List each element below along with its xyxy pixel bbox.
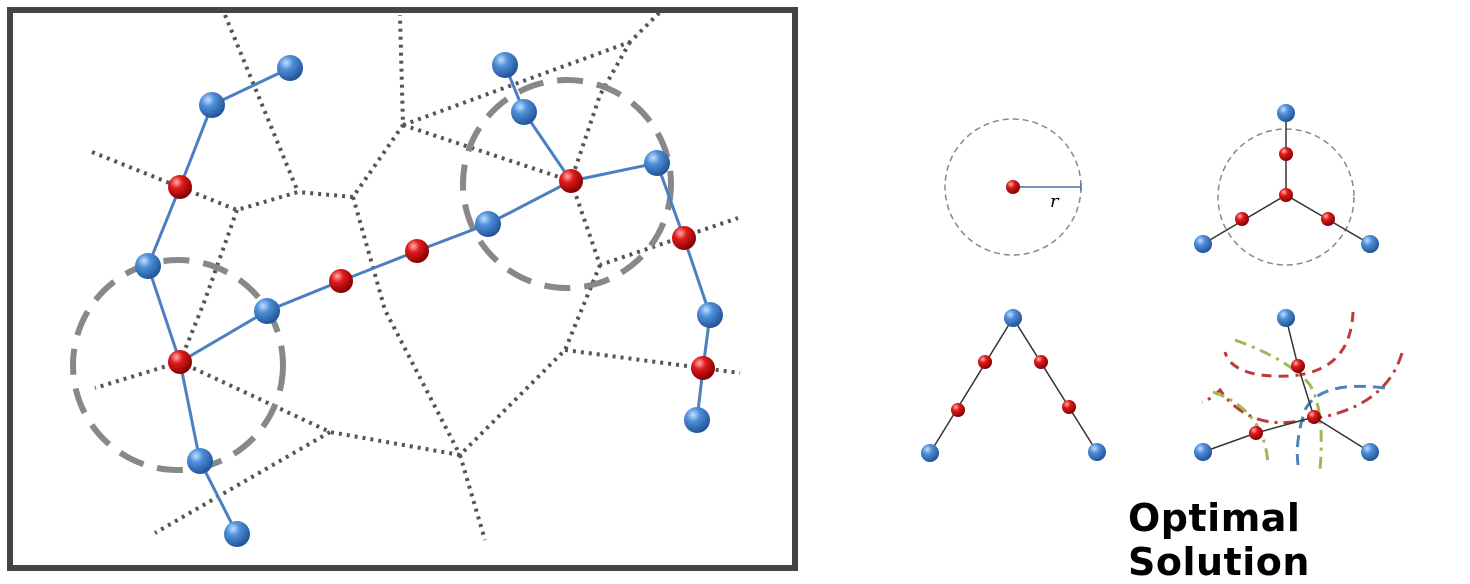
sensor-node bbox=[1194, 235, 1212, 253]
sensor-node bbox=[475, 211, 501, 237]
sensor-node bbox=[1194, 443, 1212, 461]
optimal-solution-caption: Optimal Solution bbox=[1128, 496, 1310, 584]
sensor-node bbox=[277, 55, 303, 81]
relay-node bbox=[951, 403, 965, 417]
sensor-node bbox=[1361, 443, 1379, 461]
relay-node bbox=[168, 350, 192, 374]
chain-diagram bbox=[929, 316, 1098, 454]
sensor-node bbox=[1004, 309, 1022, 327]
sensor-node bbox=[224, 521, 250, 547]
relay-node bbox=[978, 355, 992, 369]
sensor-node bbox=[492, 52, 518, 78]
relay-node bbox=[559, 169, 583, 193]
sensor-node bbox=[511, 99, 537, 125]
sensor-node bbox=[921, 444, 939, 462]
relay-node bbox=[1279, 147, 1293, 161]
relay-node bbox=[1291, 359, 1305, 373]
relay-node bbox=[1235, 212, 1249, 226]
sensor-node bbox=[199, 92, 225, 118]
sensor-node bbox=[1361, 235, 1379, 253]
sensor-node bbox=[135, 253, 161, 279]
relay-node bbox=[329, 269, 353, 293]
right-nodes bbox=[921, 104, 1379, 462]
sensor-node bbox=[684, 407, 710, 433]
sensor-node bbox=[1277, 104, 1295, 122]
relay-node bbox=[672, 226, 696, 250]
left-nodes bbox=[135, 52, 723, 547]
coverage-circle-right bbox=[460, 77, 674, 291]
relay-node bbox=[1249, 426, 1263, 440]
relay-node bbox=[1321, 212, 1335, 226]
relay-node bbox=[168, 175, 192, 199]
voronoi-edges bbox=[91, 10, 741, 541]
relay-node bbox=[1062, 400, 1076, 414]
relay-node bbox=[1034, 355, 1048, 369]
sensor-node bbox=[1277, 309, 1295, 327]
relay-node bbox=[1307, 410, 1321, 424]
relay-node bbox=[405, 239, 429, 263]
coverage-circles bbox=[70, 77, 674, 473]
relay-node bbox=[1006, 180, 1020, 194]
relay-node bbox=[1279, 188, 1293, 202]
single-relay-diagram: r bbox=[944, 118, 1082, 256]
sensor-node bbox=[697, 302, 723, 328]
sensor-node bbox=[187, 448, 213, 474]
sensor-node bbox=[254, 298, 280, 324]
coverage-circle-left bbox=[70, 257, 286, 473]
relay-node bbox=[691, 356, 715, 380]
radius-label: r bbox=[1050, 191, 1060, 212]
sensor-node bbox=[1088, 443, 1106, 461]
sensor-node bbox=[644, 150, 670, 176]
